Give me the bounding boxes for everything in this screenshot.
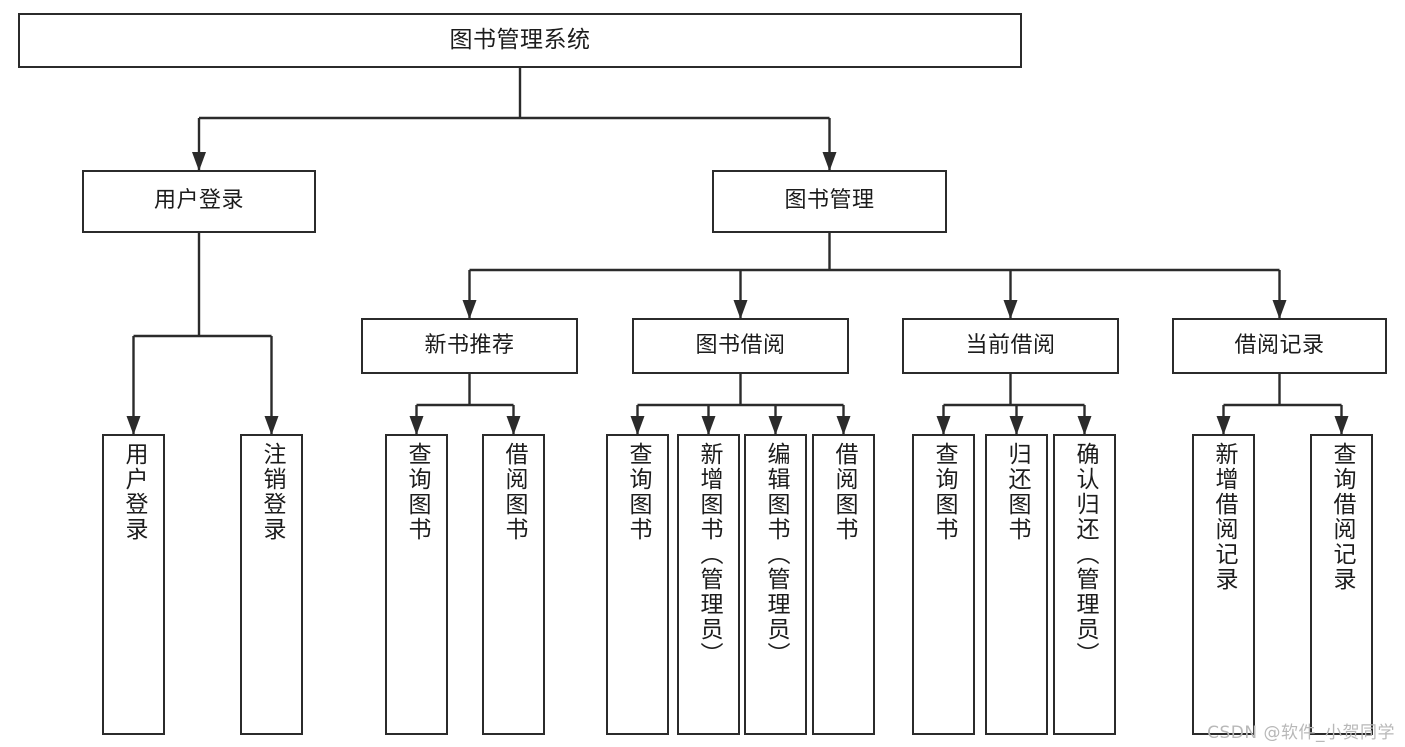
node-label-l-logout: 注销登录 [259, 442, 285, 542]
node-label-l-bw-query: 查询图书 [625, 442, 651, 542]
watermark-text: CSDN @软件_小贺同学 [1207, 723, 1395, 743]
edge-arrowhead-l-rc-query [1334, 416, 1349, 435]
edge-arrowhead-l-bw-lend [836, 416, 851, 435]
node-label-l-cu-confirm: 确认归还（管理员） [1072, 442, 1098, 667]
node-borrow[interactable]: 图书借阅 [632, 318, 849, 374]
node-l-bw-query[interactable]: 查询图书 [606, 434, 669, 735]
edge-arrowhead-l-cu-confirm [1077, 416, 1092, 435]
edge-arrowhead-newbook [462, 300, 477, 319]
edge-arrowhead-records [1272, 300, 1287, 319]
node-records[interactable]: 借阅记录 [1172, 318, 1387, 374]
node-label-bookmgmt: 图书管理 [784, 188, 875, 214]
edge-arrowhead-bookmgmt [822, 152, 837, 171]
node-l-login[interactable]: 用户登录 [102, 434, 165, 735]
node-label-l-nb-borrow: 借阅图书 [501, 442, 527, 542]
node-label-l-rc-add: 新增借阅记录 [1211, 442, 1237, 592]
node-l-logout[interactable]: 注销登录 [240, 434, 303, 735]
edge-arrowhead-l-bw-add [701, 416, 716, 435]
node-label-borrow: 图书借阅 [695, 332, 786, 358]
node-l-cu-query[interactable]: 查询图书 [912, 434, 975, 735]
edge-arrowhead-l-login [126, 416, 141, 435]
node-label-current: 当前借阅 [965, 332, 1056, 358]
node-label-l-cu-return: 归还图书 [1004, 442, 1030, 542]
edge-arrowhead-current [1003, 300, 1018, 319]
node-newbook[interactable]: 新书推荐 [361, 318, 578, 374]
node-l-cu-confirm[interactable]: 确认归还（管理员） [1053, 434, 1116, 735]
node-l-nb-borrow[interactable]: 借阅图书 [482, 434, 545, 735]
edge-arrowhead-l-cu-return [1009, 416, 1024, 435]
node-l-rc-query[interactable]: 查询借阅记录 [1310, 434, 1373, 735]
node-label-records: 借阅记录 [1234, 332, 1325, 358]
node-l-cu-return[interactable]: 归还图书 [985, 434, 1048, 735]
edge-arrowhead-borrow [733, 300, 748, 319]
node-login[interactable]: 用户登录 [82, 170, 316, 233]
node-label-l-rc-query: 查询借阅记录 [1329, 442, 1355, 592]
edge-arrowhead-l-cu-query [936, 416, 951, 435]
node-label-l-bw-edit: 编辑图书（管理员） [763, 442, 789, 667]
edge-arrowhead-l-bw-query [630, 416, 645, 435]
edge-arrowhead-login [192, 152, 206, 171]
node-label-newbook: 新书推荐 [424, 332, 515, 358]
node-root[interactable]: 图书管理系统 [18, 13, 1022, 68]
node-l-bw-lend[interactable]: 借阅图书 [812, 434, 875, 735]
node-bookmgmt[interactable]: 图书管理 [712, 170, 947, 233]
node-current[interactable]: 当前借阅 [902, 318, 1119, 374]
node-label-l-cu-query: 查询图书 [931, 442, 957, 542]
node-l-bw-edit[interactable]: 编辑图书（管理员） [744, 434, 807, 735]
node-label-login: 用户登录 [153, 188, 244, 214]
edge-arrowhead-l-rc-add [1216, 416, 1231, 435]
node-l-rc-add[interactable]: 新增借阅记录 [1192, 434, 1255, 735]
edge-arrowhead-l-logout [264, 416, 279, 435]
node-l-nb-query[interactable]: 查询图书 [385, 434, 448, 735]
node-label-l-bw-lend: 借阅图书 [831, 442, 857, 542]
node-label-root: 图书管理系统 [449, 26, 591, 53]
node-label-l-login: 用户登录 [121, 442, 147, 542]
node-l-bw-add[interactable]: 新增图书（管理员） [677, 434, 740, 735]
node-label-l-nb-query: 查询图书 [404, 442, 430, 542]
edge-arrowhead-l-nb-borrow [506, 416, 521, 435]
edge-arrowhead-l-nb-query [409, 416, 424, 435]
edge-arrowhead-l-bw-edit [768, 416, 783, 435]
node-label-l-bw-add: 新增图书（管理员） [696, 442, 722, 667]
